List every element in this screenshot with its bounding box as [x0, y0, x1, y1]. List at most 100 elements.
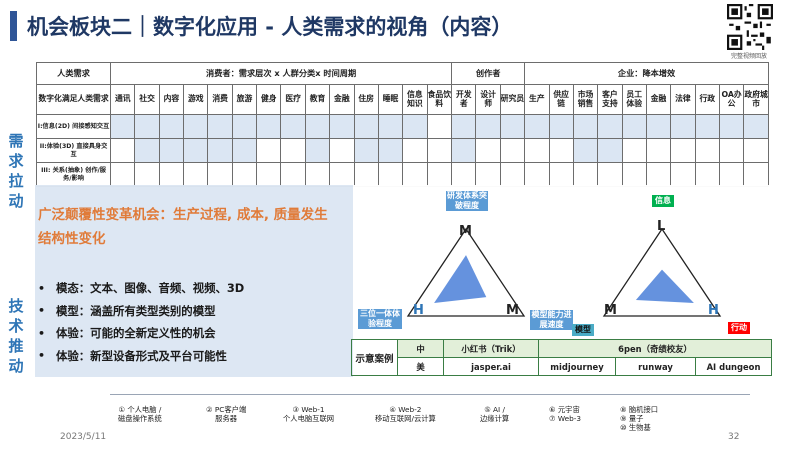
matrix-cell: [621, 138, 647, 163]
matrix-cell: [524, 162, 550, 187]
bullet-dot-icon: •: [38, 281, 46, 295]
triangle-diagrams: [406, 227, 722, 317]
matrix-cell: [304, 114, 331, 139]
matrix-cell: [475, 114, 501, 139]
matrix-cell: [158, 114, 185, 139]
column-header: 健身: [256, 84, 282, 115]
matrix-cell: [207, 162, 233, 187]
matrix-cell: [597, 138, 623, 163]
example-cell: midjourney: [538, 357, 616, 376]
triangle-left: [406, 227, 526, 317]
matrix-cell: [256, 138, 282, 163]
matrix-cell: [280, 162, 306, 187]
example-cell: jasper.ai: [443, 357, 539, 376]
matrix-cell: [231, 114, 258, 139]
column-header: 医疗: [280, 84, 306, 115]
footer-date: 2023/5/11: [60, 432, 107, 442]
matrix-cell: [134, 138, 160, 163]
label-info: 信息: [652, 195, 674, 207]
bullet-item: •模型：涵盖所有类型类别的模型: [38, 300, 348, 323]
timeline-item: ① 个人电脑 /磁盘操作系统: [118, 405, 162, 423]
matrix-cell: [572, 114, 599, 139]
matrix-cell: [645, 162, 672, 187]
matrix-cell: [718, 162, 745, 187]
region-cn: 中: [397, 339, 444, 358]
bullet-dot-icon: •: [38, 304, 46, 318]
letter-left-top: M: [459, 224, 472, 239]
column-header: 住房: [353, 84, 379, 115]
column-header: 行政: [694, 84, 720, 115]
bullet-list: •模态：文本、图像、音频、视频、3D •模型：涵盖所有类型类别的模型 •体验：可…: [38, 277, 348, 367]
matrix-cell: [426, 162, 453, 187]
matrix-cell: [621, 162, 647, 187]
demand-matrix-table: 人类需求 消费者：需求层次 x 人群分类x 时间周期 创作者 企业：降本增效 数…: [35, 62, 769, 187]
matrix-cell: [110, 114, 136, 139]
examples-label: 示意案例: [351, 339, 398, 376]
letter-left-bl: H: [413, 303, 424, 318]
matrix-cell: [377, 114, 404, 139]
overlay-blue-panel: [35, 185, 353, 377]
column-header: 客户支持: [597, 84, 623, 115]
matrix-cell: [134, 162, 160, 187]
matrix-cell: [499, 162, 526, 187]
matrix-cell: [304, 138, 331, 163]
matrix-cell: [134, 114, 160, 139]
triangle-left-profile: [434, 255, 487, 303]
matrix-cell: [329, 114, 355, 139]
matrix-cell: [426, 138, 453, 163]
region-us: 美: [397, 357, 444, 376]
bullet-item: • 模态：文本、图像、音频、视频、3D: [38, 277, 348, 300]
matrix-cell: [329, 138, 355, 163]
bullet-dot-icon: •: [38, 326, 46, 340]
label-trinity-experience: 三位一体体验程度: [358, 309, 402, 329]
matrix-cell: [207, 114, 233, 139]
column-header: 睡眠: [377, 84, 404, 115]
matrix-cell: [377, 162, 404, 187]
title-accent-bar: [10, 11, 17, 41]
row-label-relationship: III: 关系(抽象) 创作/服务/影响: [35, 162, 112, 187]
matrix-cell: [499, 114, 526, 139]
column-header: 生产: [524, 84, 550, 115]
row-label-info: I:信息(2D) 间接感知交互: [35, 114, 112, 139]
page-title: 机会板块二｜数字化应用 - 人类需求的视角（内容）: [27, 15, 513, 39]
column-header: 政府城市: [743, 84, 769, 115]
header-enterprise: 企业：降本增效: [524, 62, 769, 85]
matrix-cell: [694, 138, 720, 163]
matrix-cell: [572, 138, 599, 163]
matrix-cell: [183, 162, 209, 187]
bullet-item: •体验：新型设备形式及平台可能性: [38, 345, 348, 368]
matrix-cell: [548, 138, 574, 163]
matrix-cell: [743, 114, 769, 139]
side-label-demand: 需求拉动: [8, 132, 24, 210]
matrix-cell: [353, 114, 379, 139]
matrix-cell: [718, 138, 745, 163]
matrix-cell: [718, 114, 745, 139]
letter-right-top: L: [657, 219, 666, 234]
matrix-cell: [645, 114, 672, 139]
matrix-cell: [304, 162, 331, 187]
label-rd-breakthrough: 研发体系突破程度: [446, 191, 488, 211]
column-header: 游戏: [183, 84, 209, 115]
matrix-cell: [207, 138, 233, 163]
timeline-item: ② PC客户端服务器: [206, 405, 247, 423]
label-action: 行动: [728, 322, 750, 334]
matrix-cell: [670, 114, 696, 139]
letter-left-br: M: [506, 303, 519, 318]
matrix-cell: [621, 114, 647, 139]
matrix-cell: [402, 138, 428, 163]
example-cell: AI dungeon: [695, 357, 772, 376]
example-cell: 6pen（奇绩校友）: [538, 339, 772, 358]
matrix-cell: [377, 138, 404, 163]
matrix-cell: [183, 138, 209, 163]
matrix-cell: [743, 162, 769, 187]
matrix-cell: [451, 114, 477, 139]
matrix-cell: [353, 138, 379, 163]
matrix-cell: [694, 114, 720, 139]
matrix-cell: [110, 138, 136, 163]
qr-caption: 完整视频回放: [730, 53, 767, 60]
letter-right-br: H: [708, 303, 719, 318]
bullet-text: 模态：文本、图像、音频、视频、3D: [56, 281, 245, 296]
